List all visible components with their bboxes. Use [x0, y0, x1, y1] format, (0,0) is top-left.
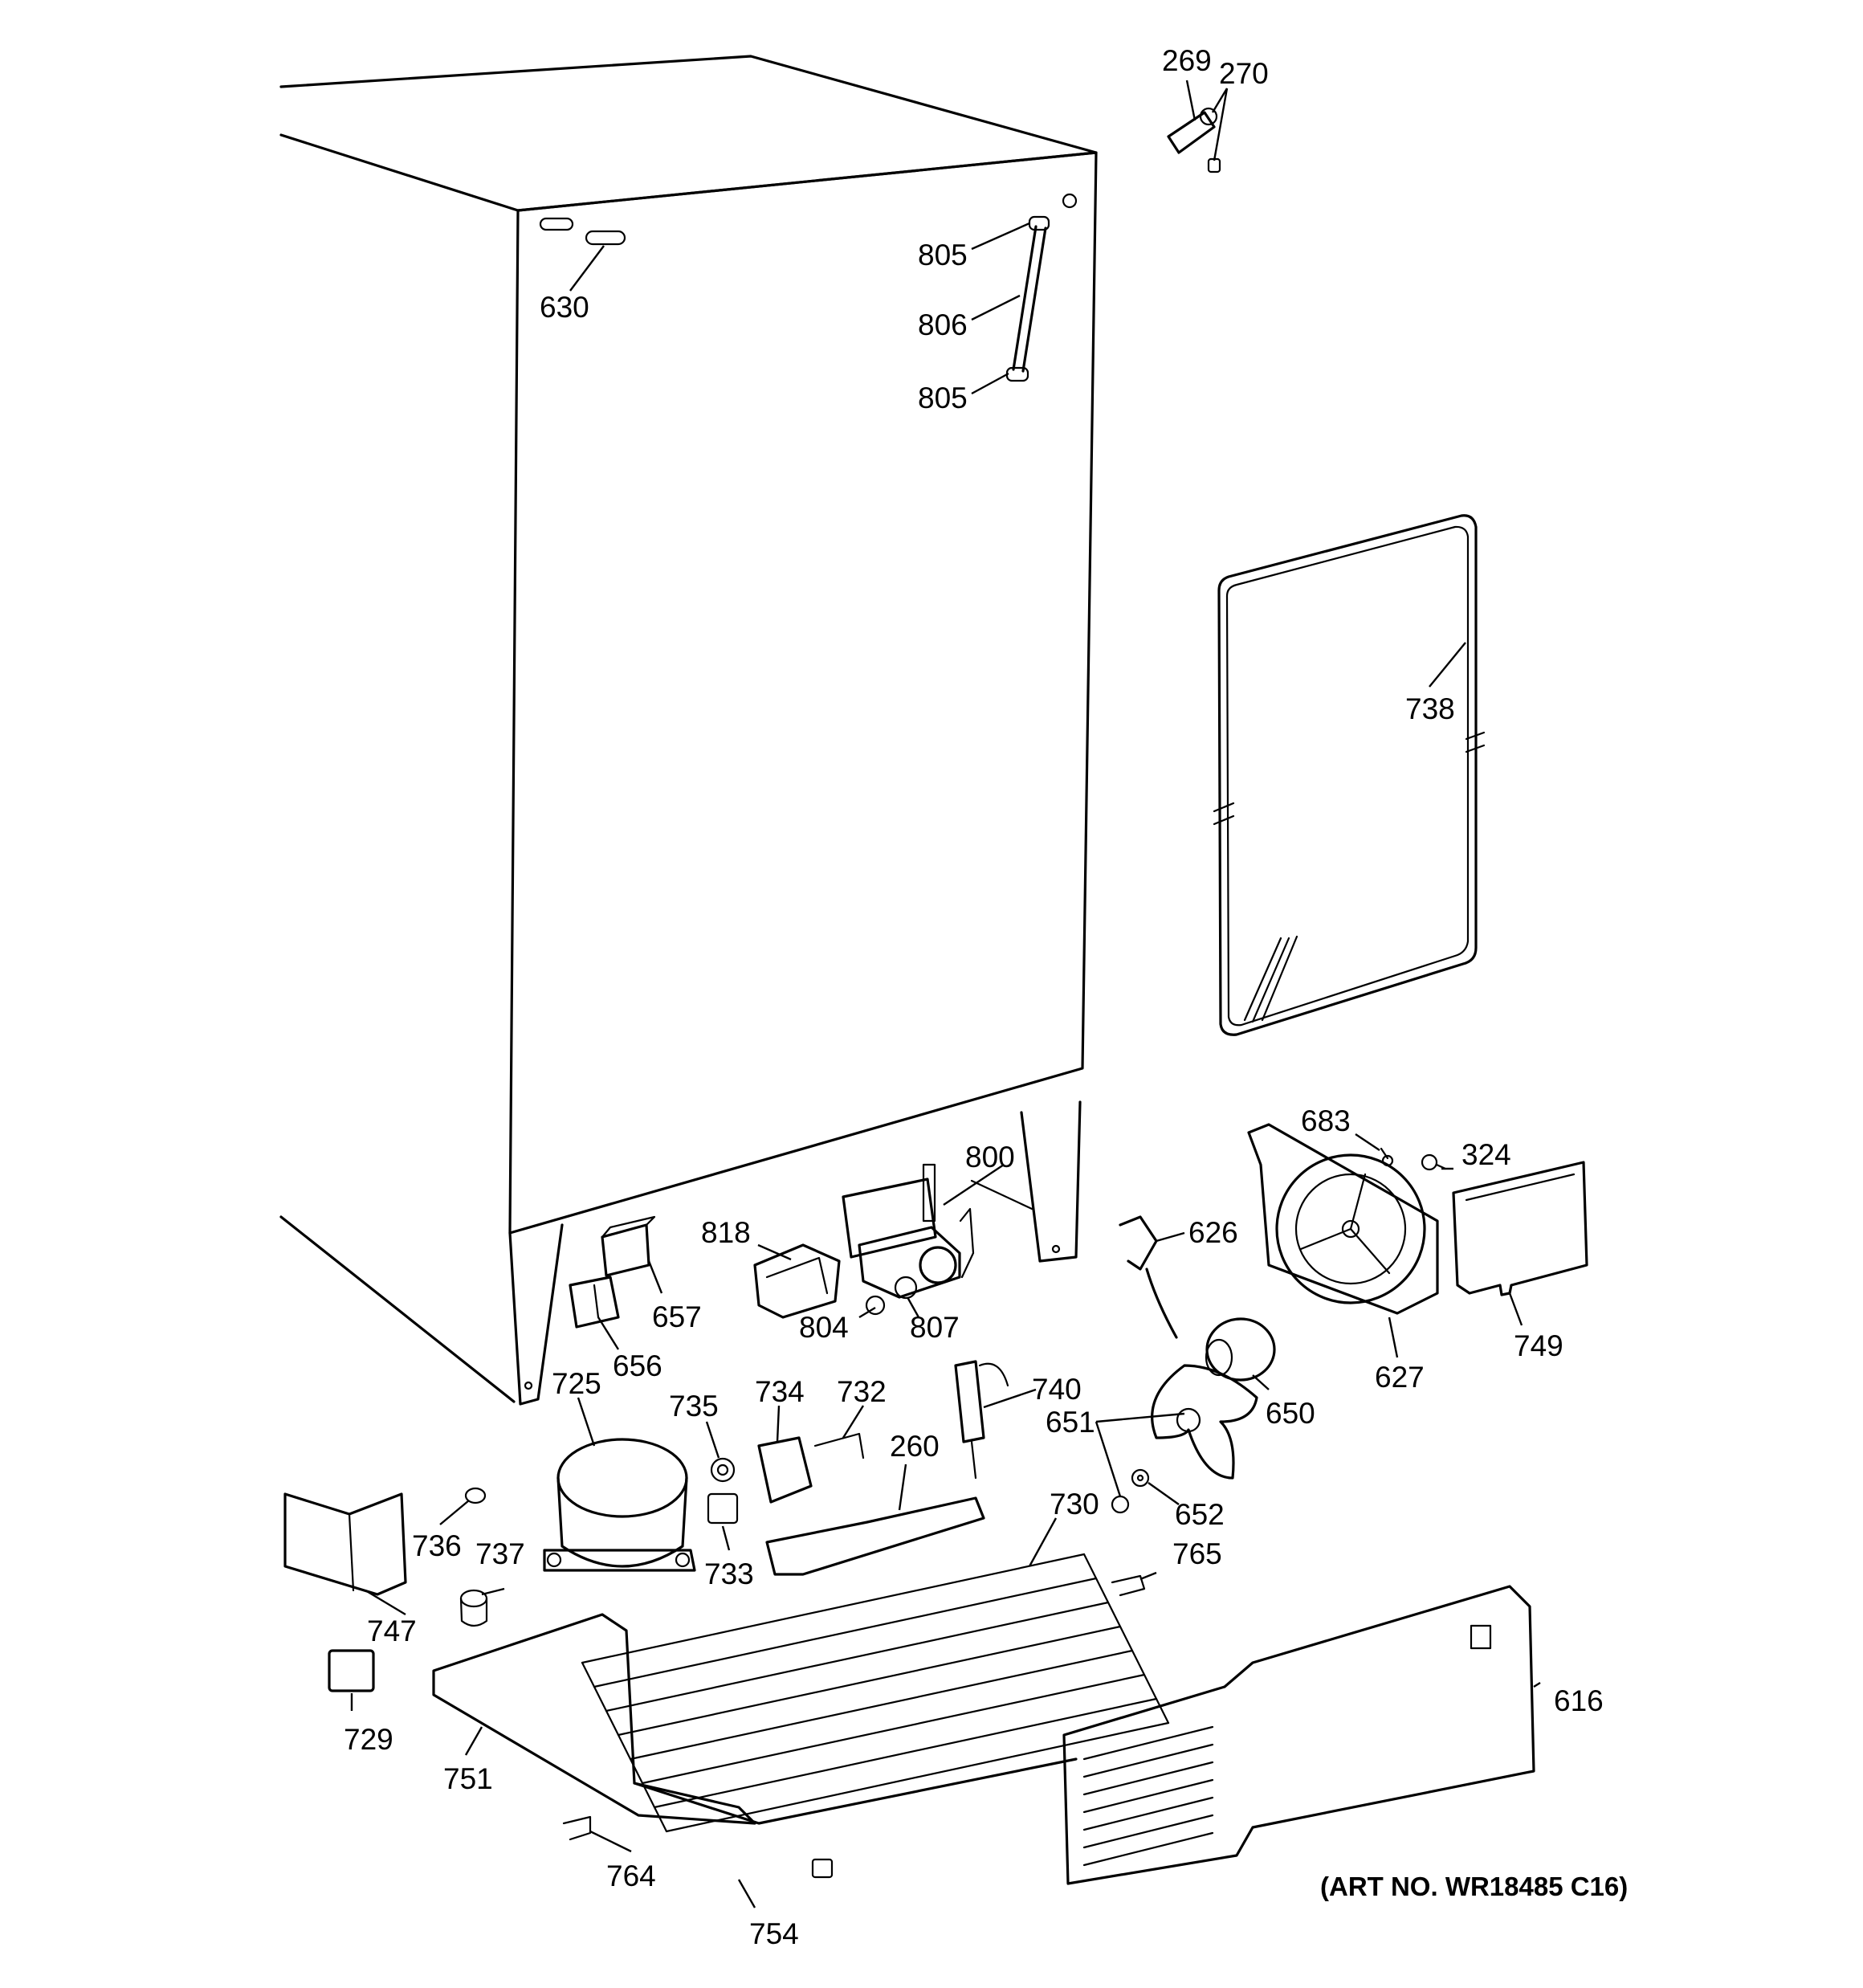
floor-plate-754 — [633, 1757, 1078, 1879]
callout-260: 260 — [890, 1430, 940, 1463]
washer-652 — [1131, 1468, 1150, 1488]
callout-270: 270 — [1219, 57, 1269, 90]
fan-shroud-627 — [1247, 1123, 1439, 1315]
art-number: (ART NO. WR18485 C16) — [1320, 1872, 1628, 1901]
clip-764 — [562, 1815, 592, 1841]
callout-735: 735 — [669, 1390, 719, 1423]
callout-733: 733 — [704, 1557, 754, 1590]
callout-616: 616 — [1554, 1684, 1604, 1717]
sleeve-737 — [459, 1589, 488, 1627]
bracket-657 — [601, 1215, 656, 1277]
door-gasket-738 — [1213, 514, 1486, 1036]
callout-736: 736 — [412, 1529, 462, 1562]
callout-737: 737 — [475, 1537, 525, 1570]
callout-627: 627 — [1375, 1361, 1425, 1394]
drain-pan-260 — [765, 1496, 985, 1576]
fan-blade-651 — [1151, 1364, 1258, 1480]
grommet-735 — [710, 1457, 736, 1483]
callout-740: 740 — [1032, 1373, 1082, 1406]
fan-motor-650 — [1205, 1317, 1276, 1382]
callout-725: 725 — [552, 1367, 601, 1400]
water-valve-800 — [842, 1163, 975, 1299]
callout-818: 818 — [701, 1216, 751, 1249]
callout-751: 751 — [443, 1762, 493, 1795]
callout-630: 630 — [540, 291, 589, 324]
callout-738: 738 — [1405, 692, 1455, 725]
leader-lines — [350, 80, 1541, 1908]
callout-800: 800 — [965, 1141, 1015, 1174]
callout-729: 729 — [344, 1723, 393, 1756]
capacitor-729 — [328, 1649, 375, 1692]
callout-626: 626 — [1188, 1216, 1238, 1249]
grommet-736 — [464, 1487, 487, 1504]
callout-754: 754 — [749, 1917, 799, 1950]
callout-805-bottom: 805 — [918, 382, 968, 414]
callout-749: 749 — [1514, 1329, 1563, 1362]
callout-732: 732 — [837, 1375, 887, 1408]
cover-749 — [1452, 1161, 1588, 1296]
clip-732 — [813, 1432, 865, 1459]
power-cord-626 — [1119, 1215, 1178, 1339]
bracket-656 — [569, 1276, 620, 1329]
callout-747: 747 — [367, 1614, 417, 1647]
callout-807: 807 — [910, 1311, 960, 1344]
base-751 — [432, 1613, 756, 1825]
bracket-818 — [753, 1243, 841, 1319]
refrigerator-cabinet — [279, 55, 1098, 1406]
drier-740 — [954, 1360, 1009, 1480]
relay-733 — [707, 1492, 739, 1525]
callout-806: 806 — [918, 308, 968, 341]
callout-652: 652 — [1175, 1498, 1225, 1531]
callout-labels: 269 270 805 806 805 630 738 683 324 800 … — [344, 44, 1628, 1950]
callout-764: 764 — [606, 1859, 656, 1892]
clip-765 — [1111, 1574, 1146, 1597]
callout-730: 730 — [1050, 1488, 1099, 1521]
callout-805-top: 805 — [918, 239, 968, 271]
grille-616 — [1062, 1585, 1535, 1885]
overload-734 — [757, 1436, 813, 1504]
callout-656: 656 — [613, 1349, 662, 1382]
compressor-725 — [543, 1438, 696, 1572]
callout-650: 650 — [1266, 1397, 1315, 1430]
callout-683: 683 — [1301, 1104, 1351, 1137]
callout-657: 657 — [652, 1300, 702, 1333]
callout-765: 765 — [1172, 1537, 1222, 1570]
nut-651 — [1111, 1495, 1130, 1514]
callout-269: 269 — [1162, 44, 1212, 77]
nut-804 — [865, 1295, 886, 1316]
cover-747 — [283, 1492, 407, 1596]
callout-324: 324 — [1461, 1138, 1511, 1171]
callout-734: 734 — [755, 1375, 805, 1408]
condenser-730 — [581, 1553, 1170, 1833]
screw-683 — [1380, 1147, 1394, 1167]
nut-807 — [894, 1276, 918, 1300]
screw-324 — [1421, 1153, 1447, 1171]
callout-651: 651 — [1046, 1406, 1095, 1439]
callout-804: 804 — [799, 1311, 849, 1344]
